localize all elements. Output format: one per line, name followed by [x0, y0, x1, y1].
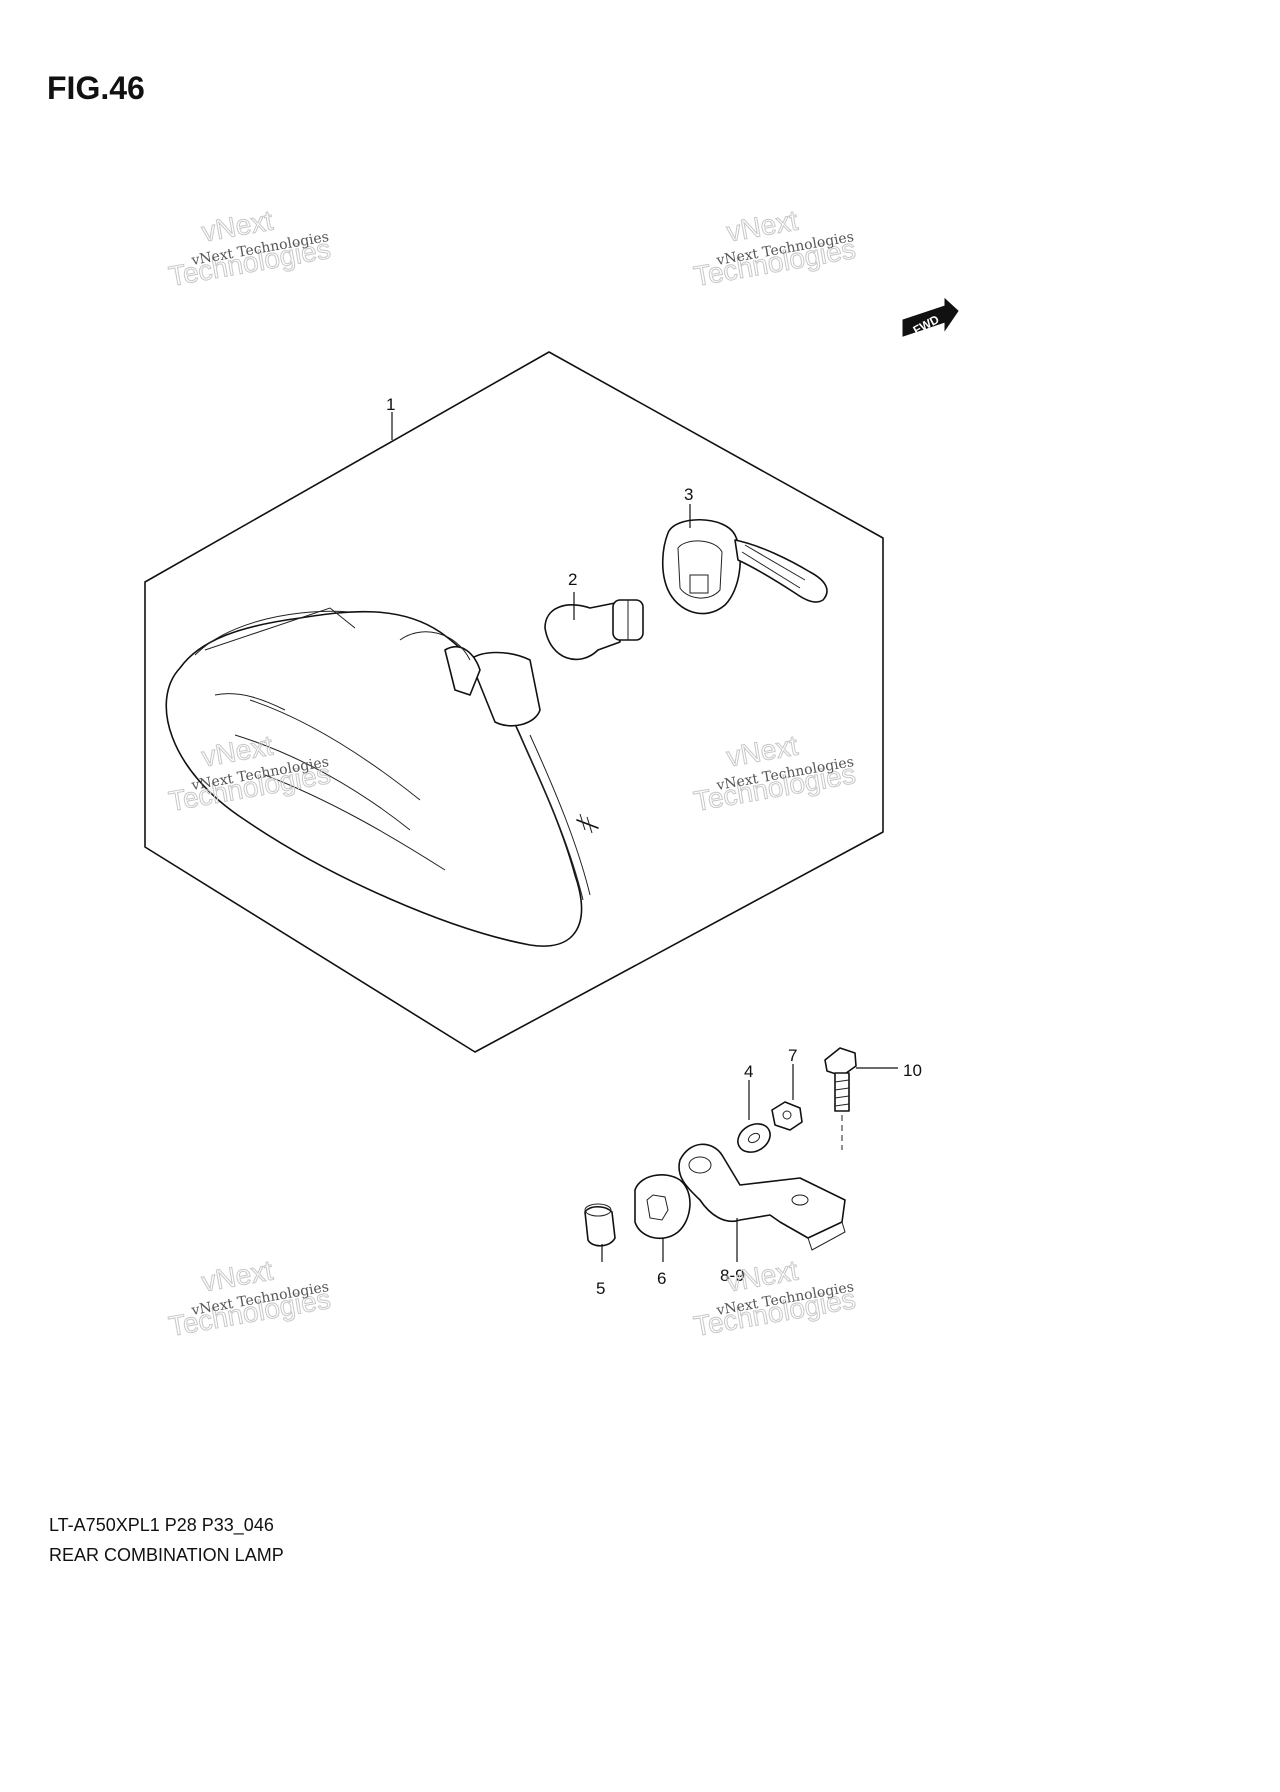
caption-model-code: LT-A750XPL1 P28 P33_046 [49, 1515, 274, 1536]
callout-5: 5 [596, 1279, 605, 1298]
callout-7: 7 [788, 1046, 797, 1065]
leader-lines [391, 412, 898, 1262]
bulb-part [544, 599, 644, 661]
watermark-top-left: vNext Technologies vNext Technologies [166, 204, 333, 292]
callout-4: 4 [744, 1062, 753, 1081]
socket-part [661, 518, 828, 615]
callout-10: 10 [903, 1061, 922, 1080]
callout-8-9: 8-9 [720, 1266, 745, 1285]
grommet-part [634, 1174, 691, 1240]
watermark-bottom-right: vNext Technologies vNext Technologies [691, 1254, 858, 1342]
watermark-top-right: vNext Technologies vNext Technologies [691, 204, 858, 292]
caption-part-name: REAR COMBINATION LAMP [49, 1545, 284, 1565]
assembly-boundary [144, 351, 884, 1053]
callout-3: 3 [684, 485, 693, 504]
washer-part [737, 1123, 771, 1153]
collar-part [584, 1203, 616, 1247]
fwd-arrow-icon: FWD [902, 297, 959, 337]
bracket-part [678, 1143, 846, 1251]
watermark-middle-right: vNext Technologies vNext Technologies [691, 729, 858, 817]
lamp-assembly [165, 607, 599, 947]
watermark-bottom-left: vNext Technologies vNext Technologies [166, 1254, 333, 1342]
callout-2: 2 [568, 570, 577, 589]
figure-title: FIG.46 [47, 70, 145, 106]
nut-part [771, 1101, 803, 1131]
callout-6: 6 [657, 1269, 666, 1288]
bolt-part [824, 1047, 857, 1150]
callout-1: 1 [386, 395, 395, 414]
